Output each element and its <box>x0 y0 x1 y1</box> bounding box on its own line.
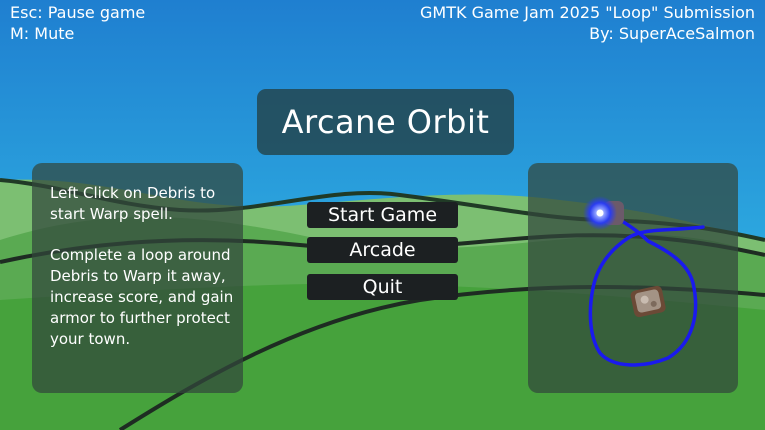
game-title: Arcane Orbit <box>281 103 490 141</box>
jam-credit: GMTK Game Jam 2025 "Loop" Submission <box>420 3 755 22</box>
quit-button[interactable]: Quit <box>307 274 458 300</box>
title-banner: Arcane Orbit <box>257 89 514 155</box>
pause-hint: Esc: Pause game <box>10 3 146 22</box>
instructions-panel: Left Click on Debris to start Warp spell… <box>32 163 243 393</box>
credits: GMTK Game Jam 2025 "Loop" Submission By:… <box>420 2 755 44</box>
instruction-warp: Left Click on Debris to start Warp spell… <box>50 184 216 223</box>
debris-icon <box>630 285 666 318</box>
arcade-button[interactable]: Arcade <box>307 237 458 263</box>
mute-hint: M: Mute <box>10 24 75 43</box>
demo-panel <box>528 163 738 393</box>
controls-hint: Esc: Pause game M: Mute <box>10 2 145 44</box>
author-credit: By: SuperAceSalmon <box>589 24 755 43</box>
start-game-button[interactable]: Start Game <box>307 202 458 228</box>
warp-orb-icon <box>583 196 624 230</box>
demo-illustration <box>583 196 705 367</box>
warp-trail-icon <box>588 211 705 367</box>
instruction-loop: Complete a loop around Debris to Warp it… <box>50 246 234 348</box>
